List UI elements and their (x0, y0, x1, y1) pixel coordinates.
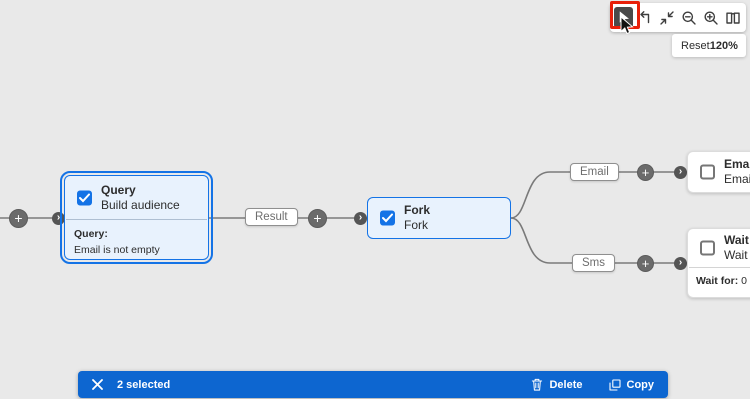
copy-icon (608, 378, 621, 391)
delete-button[interactable]: Delete (531, 378, 583, 391)
collapse-arrows-icon (660, 10, 674, 25)
reset-zoom-button[interactable]: Reset (681, 39, 710, 52)
node-subtitle: Fork (404, 218, 428, 232)
node-input-port: › (354, 212, 367, 225)
node-detail-value: 0 seconds (741, 275, 750, 287)
magnifier-plus-icon (704, 11, 718, 25)
add-activity-button[interactable]: + (308, 209, 327, 228)
node-subtitle: Email (724, 172, 750, 186)
zoom-level-value: 120% (709, 39, 738, 52)
select-tool-button[interactable] (614, 7, 633, 28)
node-title: Query (101, 182, 136, 197)
clear-selection-button[interactable] (92, 379, 103, 390)
node-checkbox[interactable] (380, 210, 395, 226)
node-detail-label: Wait for: (696, 275, 739, 287)
node-subtitle: Wait (724, 248, 748, 262)
node-wait[interactable]: Wait Wait Wait for: 0 seconds (687, 228, 750, 298)
edge-label-email: Email (570, 163, 619, 181)
pointer-icon (619, 11, 629, 24)
map-book-icon (725, 12, 740, 24)
page-background (0, 399, 750, 405)
node-email[interactable]: Email Email (687, 151, 750, 193)
node-input-port: › (52, 212, 65, 225)
add-activity-button[interactable]: + (9, 209, 28, 228)
bend-arrow-icon (640, 10, 650, 23)
node-input-port: › (674, 166, 687, 179)
canvas-toolbar (610, 3, 746, 32)
add-activity-button[interactable]: + (637, 164, 654, 181)
node-detail: Query: Email is not empty (65, 220, 208, 259)
selection-action-bar: 2 selected Delete Copy (78, 371, 668, 398)
zoom-out-button[interactable] (679, 7, 698, 28)
node-divider (689, 267, 750, 268)
trash-icon (532, 378, 543, 391)
node-title: Wait (724, 233, 749, 247)
node-title: Fork (404, 203, 431, 217)
selection-count: 2 selected (117, 378, 171, 391)
overview-tool-button[interactable] (723, 7, 742, 28)
edge-label-sms: Sms (572, 254, 615, 272)
node-fork[interactable]: Fork Fork (367, 197, 511, 239)
node-query[interactable]: Query Build audience Query: Email is not… (60, 171, 213, 264)
node-divider (66, 219, 207, 220)
fit-view-tool-button[interactable] (658, 7, 677, 28)
close-icon (92, 379, 103, 390)
add-activity-button[interactable]: + (637, 255, 654, 272)
node-input-port: › (674, 257, 687, 270)
zoom-panel: Reset 120% (672, 34, 746, 57)
node-detail-label: Query: (74, 228, 108, 240)
node-checkbox[interactable] (700, 164, 715, 180)
node-detail-value: Email is not empty (74, 243, 160, 256)
reorder-tool-button[interactable] (636, 7, 655, 28)
copy-button[interactable]: Copy (608, 378, 655, 391)
node-checkbox[interactable] (77, 190, 92, 205)
node-title: Email (724, 157, 750, 171)
delete-button-label: Delete (549, 378, 583, 391)
magnifier-minus-icon (682, 11, 696, 25)
edge-label-result: Result (245, 208, 298, 226)
zoom-in-button[interactable] (701, 7, 720, 28)
copy-button-label: Copy (626, 378, 655, 391)
node-checkbox[interactable] (700, 240, 715, 256)
node-detail: Wait for: 0 seconds (688, 268, 750, 290)
node-subtitle: Build audience (101, 197, 180, 212)
